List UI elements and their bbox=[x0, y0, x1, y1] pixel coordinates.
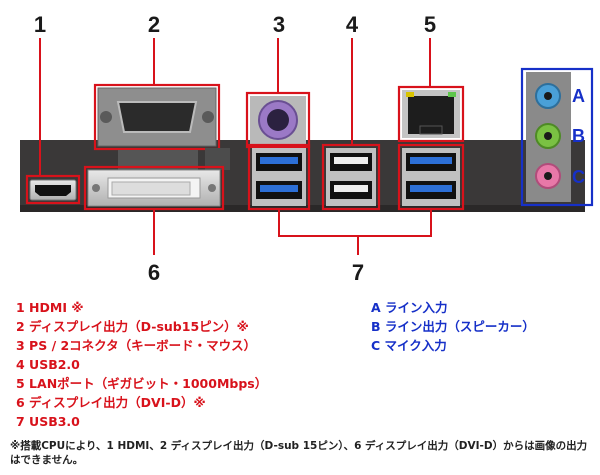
callout-5: 5 bbox=[424, 12, 436, 37]
audio-legend: A ライン入力 B ライン出力（スピーカー） C マイク入力 bbox=[371, 298, 535, 355]
io-panel-diagram: 1 2 3 4 5 6 7 A B C bbox=[20, 12, 594, 285]
legend-item-dsub: 2 ディスプレイ出力（D-sub15ピン）※ bbox=[16, 319, 249, 334]
callout-4: 4 bbox=[346, 12, 359, 37]
audio-label-c: C bbox=[572, 167, 585, 187]
lan-port bbox=[397, 85, 465, 143]
usb3-port-right-pair bbox=[397, 143, 465, 211]
leader-lines bbox=[39, 38, 432, 255]
legend-item-hdmi: 1 HDMI ※ bbox=[16, 300, 84, 315]
callout-7: 7 bbox=[352, 260, 364, 285]
callout-1: 1 bbox=[34, 12, 46, 37]
legend-item-lan: 5 LANポート（ギガビット・1000Mbps） bbox=[16, 376, 268, 391]
legend-item-usb2: 4 USB2.0 bbox=[16, 357, 80, 372]
callout-2: 2 bbox=[148, 12, 160, 37]
legend-item-dvi: 6 ディスプレイ出力（DVI-D）※ bbox=[16, 395, 206, 410]
audio-jack-stack bbox=[520, 67, 594, 207]
legend-item-line-out: B ライン出力（スピーカー） bbox=[371, 319, 535, 334]
ps2-port bbox=[245, 91, 311, 149]
legend-item-mic: C マイク入力 bbox=[371, 338, 447, 353]
legend-item-ps2: 3 PS / 2コネクタ（キーボード・マウス） bbox=[16, 338, 257, 353]
callout-6: 6 bbox=[148, 260, 160, 285]
audio-label-a: A bbox=[572, 86, 585, 106]
port-legend: 1 HDMI ※ 2 ディスプレイ出力（D-sub15ピン）※ 3 PS / 2… bbox=[16, 298, 267, 431]
hdmi-port bbox=[25, 174, 81, 205]
usb2-port-pair bbox=[321, 143, 381, 211]
callout-3: 3 bbox=[273, 12, 285, 37]
dvi-port bbox=[83, 165, 225, 211]
legend-item-line-in: A ライン入力 bbox=[371, 300, 448, 315]
vga-port bbox=[93, 83, 230, 172]
legend-item-usb3: 7 USB3.0 bbox=[16, 414, 80, 429]
footnote: ※搭載CPUにより、1 HDMI、2 ディスプレイ出力（D-sub 15ピン）、… bbox=[10, 440, 588, 466]
audio-label-b: B bbox=[572, 126, 585, 146]
usb3-port-left-pair bbox=[247, 143, 311, 211]
